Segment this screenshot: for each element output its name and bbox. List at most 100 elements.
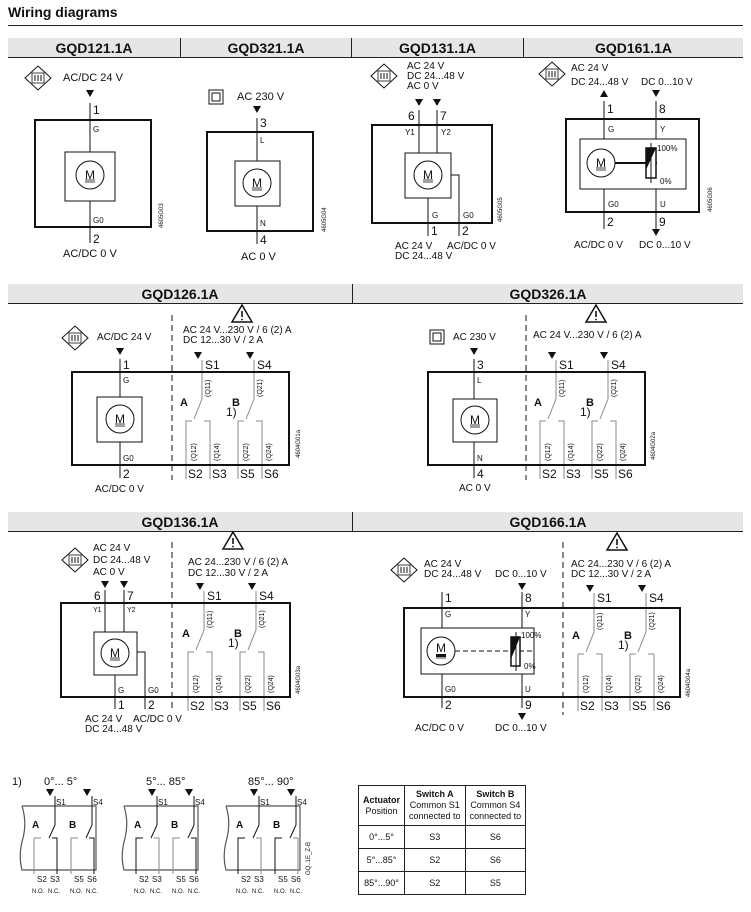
supply-label-2: DC 24...48 V [424,569,482,580]
table-row: 85°...90° S2 S5 [357,871,527,895]
header-gqd121: GQD121.1A [8,38,180,58]
warning-icon [222,531,244,550]
supply-label-2: DC 24...48 V [93,555,151,566]
terminal-2: 2 [123,467,130,481]
motor-label: M [423,168,433,182]
supply-label-1: AC 24 V [407,61,445,72]
switch-a-label: A [572,630,580,642]
terminal-2: 2 [607,215,614,229]
nc-label: N.C. [252,889,264,895]
pct-min: 0% [660,177,672,186]
safety-extra-low-voltage-icon [370,63,398,89]
supply-label-3: AC 0 V [93,567,125,578]
terminal-s2: S2 [580,699,595,713]
switch-a-label: A [180,397,188,409]
actuator-housing [206,131,314,232]
terminal-s1: S1 [205,358,220,372]
output-arrow-icon [600,90,608,97]
terminal-s6: S6 [618,467,633,481]
contact-label: (Q24) [268,675,275,693]
nc-label: N.C. [188,889,200,895]
diagram-gqd326: AC 230 V 3 L M N 4 AC 0 V AC 24 V...230 … [427,304,657,494]
page-title: Wiring diagrams [8,4,118,20]
no-label: N.O. [274,889,287,895]
terminal-s4: S4 [195,798,205,807]
motor-label: M [110,646,120,660]
internal-g0: G0 [123,454,134,463]
internal-g0: G0 [93,216,104,225]
safety-extra-low-voltage-icon [390,557,418,583]
input-arrow-icon [120,581,128,588]
position-label: 5°... 85° [146,776,185,788]
header-gqd136: GQD136.1A [8,512,352,532]
pct-min: 0% [524,662,536,671]
internal-g: G [445,610,451,619]
terminal-arrow-icon [246,352,254,359]
internal-n: N [260,219,266,228]
terminal-arrow-icon [46,789,54,796]
diagram-gqd126: AC/DC 24 V 1 G M G0 2 AC/DC 0 V AC 24 V.… [61,304,302,495]
signal-label: DC 0...10 V [641,77,693,88]
terminal-1: 1 [431,224,438,238]
terminal-s1: S1 [260,798,270,807]
drawing-code: 4604G04a [686,668,692,697]
drawing-code: 4605G04 [322,207,328,232]
terminal-arrow-icon [548,352,556,359]
bottom-label: AC 0 V [459,483,491,494]
bottom-label: AC/DC 0 V [63,248,117,260]
contact-label: (Q21) [649,612,656,630]
internal-y2: Y2 [127,607,136,614]
contact-label: (Q14) [606,675,613,693]
switch-b-label: B [586,397,594,409]
input-arrow-icon [415,99,423,106]
terminal-s2: S2 [188,467,203,481]
no-label: N.O. [134,889,147,895]
contact-label: (Q21) [257,379,264,397]
bottom-label-1b: DC 24...48 V [85,724,143,735]
terminal-s5: S5 [74,875,84,884]
table-row: 5°...85° S2 S6 [357,848,527,872]
actuator-housing [371,124,493,224]
supply-label-2: DC 24...48 V [571,77,629,88]
terminal-arrow-icon [586,585,594,592]
terminal-9: 9 [659,215,666,229]
terminal-6: 6 [94,589,101,603]
terminal-arrow-icon [287,789,295,796]
footnote-marker: 1) [12,776,22,788]
terminal-3: 3 [260,116,267,130]
internal-g: G [432,211,438,220]
safety-extra-low-voltage-icon [538,61,566,87]
switch-b-label: B [69,820,76,831]
bottom-label-1: AC 24 V [395,241,433,252]
internal-g0: G0 [148,686,159,695]
contact-label: (Q14) [214,443,221,461]
header-gqd161: GQD161.1A [523,38,743,58]
switch-a-label: A [134,820,141,831]
terminal-s6: S6 [266,699,281,713]
actuator-housing [427,371,646,466]
terminal-arrow-icon [83,789,91,796]
terminal-s4: S4 [649,591,664,605]
actuator-housing [403,607,681,698]
internal-u: U [525,685,531,694]
input-arrow-icon [433,99,441,106]
contact-label: (Q24) [266,443,273,461]
terminal-s6: S6 [264,467,279,481]
internal-g: G [93,125,99,134]
terminal-s2: S2 [190,699,205,713]
terminal-s3: S3 [566,467,581,481]
terminal-arrow-icon [248,583,256,590]
footnote-ref: 1) [228,636,239,650]
switch-a-label: A [534,397,542,409]
contact-label: (Q22) [597,443,604,461]
contact-label: (Q22) [635,675,642,693]
motor-label: M [436,641,446,655]
bottom-label-1: AC/DC 0 V [415,723,464,734]
switch-a-label: A [32,820,39,831]
actuator-housing [60,602,291,698]
